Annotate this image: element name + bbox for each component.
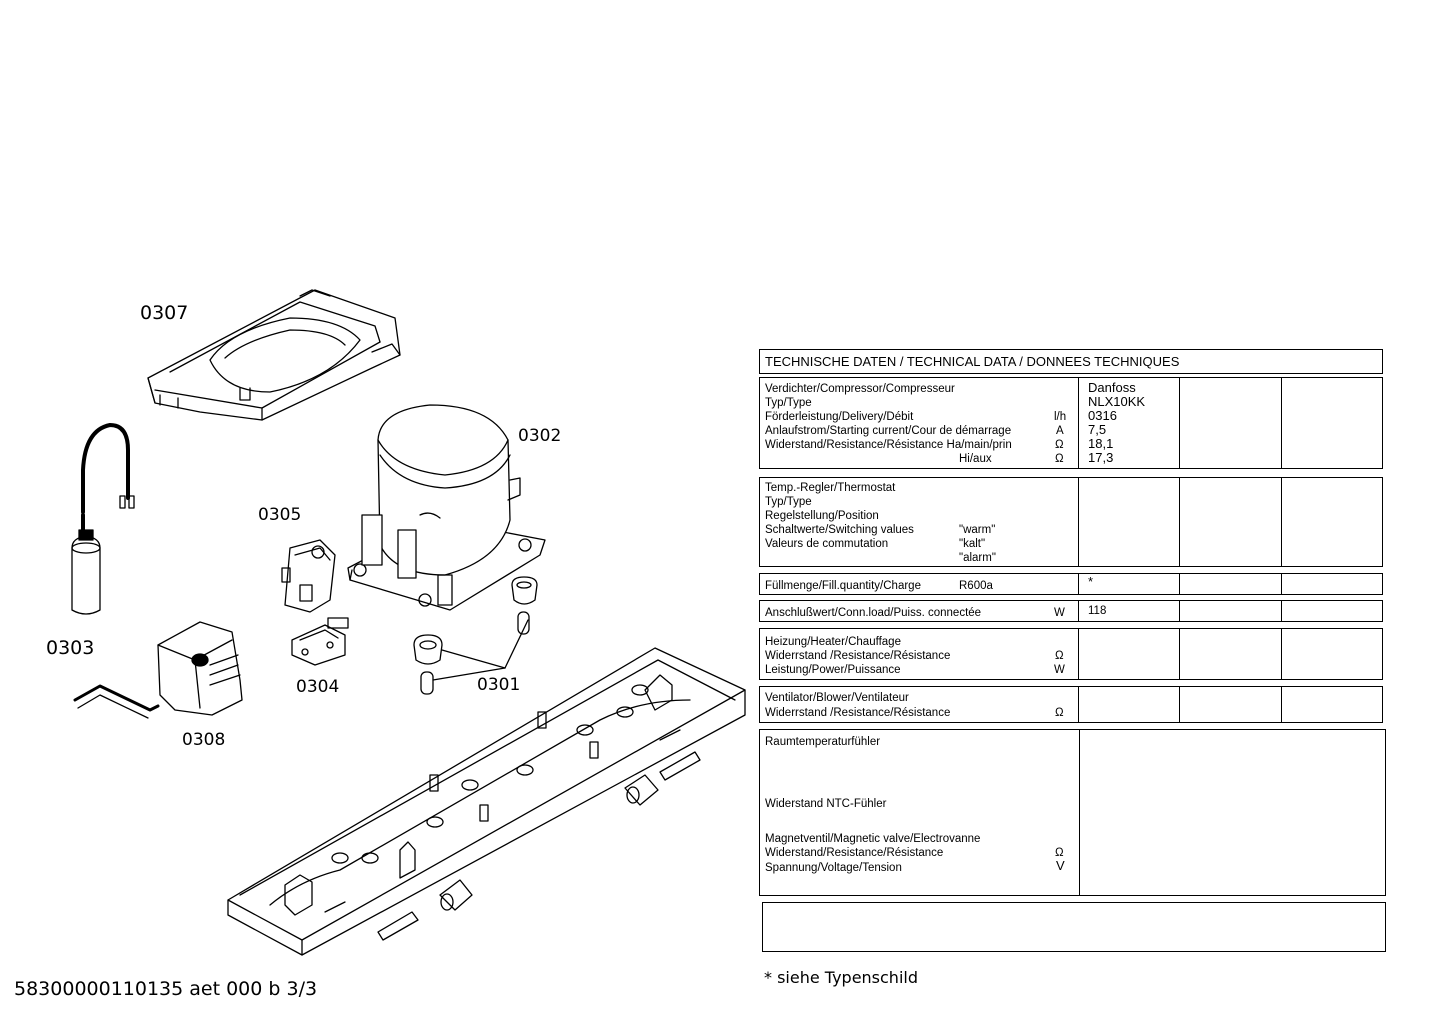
part-label-0305: 0305	[258, 505, 302, 525]
compressor-0302	[347, 404, 546, 611]
part-label-0301: 0301	[477, 675, 521, 695]
resistance-aux-unit: Ω	[1055, 453, 1064, 465]
valve-resistance-label: Widerstand/Resistance/Résistance	[765, 847, 944, 859]
setting-kalt: "kalt"	[959, 538, 986, 550]
starting-current-value: 7,5	[1088, 422, 1107, 437]
part-label-0303: 0303	[46, 637, 95, 659]
fill-quantity-value: *	[1088, 574, 1094, 589]
commutation-values-label: Valeurs de commutation	[765, 538, 889, 550]
connected-load-unit: W	[1054, 607, 1065, 619]
resistance-aux-label: Hi/aux	[959, 453, 992, 465]
compressor-type-label: Typ/Type	[765, 397, 812, 409]
part-label-0308: 0308	[182, 730, 226, 750]
delivery-value: 0316	[1088, 408, 1117, 423]
cover-housing-0308	[73, 621, 243, 719]
thermostat-type-label: Typ/Type	[765, 496, 812, 508]
room-sensor-label: Raumtemperaturfühler	[765, 736, 881, 748]
spacer-bushings	[377, 751, 701, 941]
connected-load-section: Anschlußwert/Conn.load/Puiss. connectée …	[759, 600, 1383, 622]
magnetic-valve-label: Magnetventil/Magnetic valve/Electrovanne	[765, 833, 981, 845]
fill-quantity-section: Füllmenge/Fill.quantity/Charge R600a *	[759, 573, 1383, 595]
heater-section: Heizung/Heater/Chauffage Widerrstand /Re…	[759, 628, 1383, 680]
heater-label: Heizung/Heater/Chauffage	[765, 636, 901, 648]
rubber-grommets-0301	[413, 576, 538, 695]
thermostat-label: Temp.-Regler/Thermostat	[765, 482, 896, 494]
heater-power-label: Leistung/Power/Puissance	[765, 664, 901, 676]
exploded-parts-drawing	[71, 289, 746, 956]
resistance-main-label: Widerstand/Resistance/Résistance Ha/main…	[765, 439, 1012, 451]
connected-load-label: Anschlußwert/Conn.load/Puiss. connectée	[765, 607, 982, 619]
part-label-0307: 0307	[140, 302, 189, 324]
notes-box	[762, 902, 1386, 952]
resistance-aux-value: 17,3	[1088, 450, 1114, 465]
current-unit: A	[1056, 425, 1064, 437]
valve-resistance-unit: Ω	[1055, 847, 1064, 859]
sensor-valve-section: Raumtemperaturfühler Widerstand NTC-Fühl…	[759, 729, 1386, 896]
heater-resistance-unit: Ω	[1055, 650, 1064, 662]
compressor-label: Verdichter/Compressor/Compresseur	[765, 383, 955, 395]
switching-values-label: Schaltwerte/Switching values	[765, 524, 914, 536]
starting-current-label: Anlaufstrom/Starting current/Cour de dém…	[765, 425, 1012, 437]
heater-power-unit: W	[1054, 664, 1065, 676]
resistance-main-unit: Ω	[1055, 439, 1064, 451]
valve-voltage-unit: V	[1056, 858, 1065, 873]
blower-label: Ventilator/Blower/Ventilateur	[765, 692, 909, 704]
setting-warm: "warm"	[959, 524, 996, 536]
start-relay-0305	[281, 539, 336, 613]
blower-resistance-label: Widerrstand /Resistance/Résistance	[765, 707, 951, 719]
resistance-main-value: 18,1	[1088, 436, 1114, 451]
compressor-section: Verdichter/Compressor/Compresseur Typ/Ty…	[759, 377, 1383, 469]
position-label: Regelstellung/Position	[765, 510, 879, 522]
heater-resistance-label: Widerrstand /Resistance/Résistance	[765, 650, 951, 662]
setting-alarm: "alarm"	[959, 552, 996, 564]
drip-tray-0307	[147, 289, 401, 421]
part-label-0304: 0304	[296, 677, 340, 697]
thermostat-section: Temp.-Regler/Thermostat Typ/Type Regelst…	[759, 477, 1383, 567]
footnote: * siehe Typenschild	[764, 968, 918, 987]
blower-resistance-unit: Ω	[1055, 707, 1064, 719]
compressor-brand: Danfoss	[1088, 380, 1136, 395]
delivery-label: Förderleistung/Delivery/Débit	[765, 411, 914, 423]
valve-voltage-label: Spannung/Voltage/Tension	[765, 862, 902, 874]
ntc-resistance-label: Widerstand NTC-Fühler	[765, 798, 887, 810]
tech-data-header: TECHNISCHE DATEN / TECHNICAL DATA / DONN…	[759, 349, 1383, 374]
clip-0304	[291, 617, 349, 666]
compressor-type: NLX10KK	[1088, 394, 1146, 409]
refrigerant-type: R600a	[959, 580, 993, 592]
tech-data-title: TECHNISCHE DATEN / TECHNICAL DATA / DONN…	[765, 354, 1180, 369]
blower-section: Ventilator/Blower/Ventilateur Widerrstan…	[759, 686, 1383, 723]
delivery-unit: l/h	[1054, 411, 1067, 423]
connected-load-value: 118	[1088, 605, 1107, 617]
thermostat-sensor-0303	[71, 423, 135, 615]
fill-quantity-label: Füllmenge/Fill.quantity/Charge	[765, 580, 921, 592]
base-rail	[227, 647, 746, 956]
document-code: 58300000110135 aet 000 b 3/3	[14, 978, 318, 1000]
part-label-0302: 0302	[518, 426, 562, 446]
